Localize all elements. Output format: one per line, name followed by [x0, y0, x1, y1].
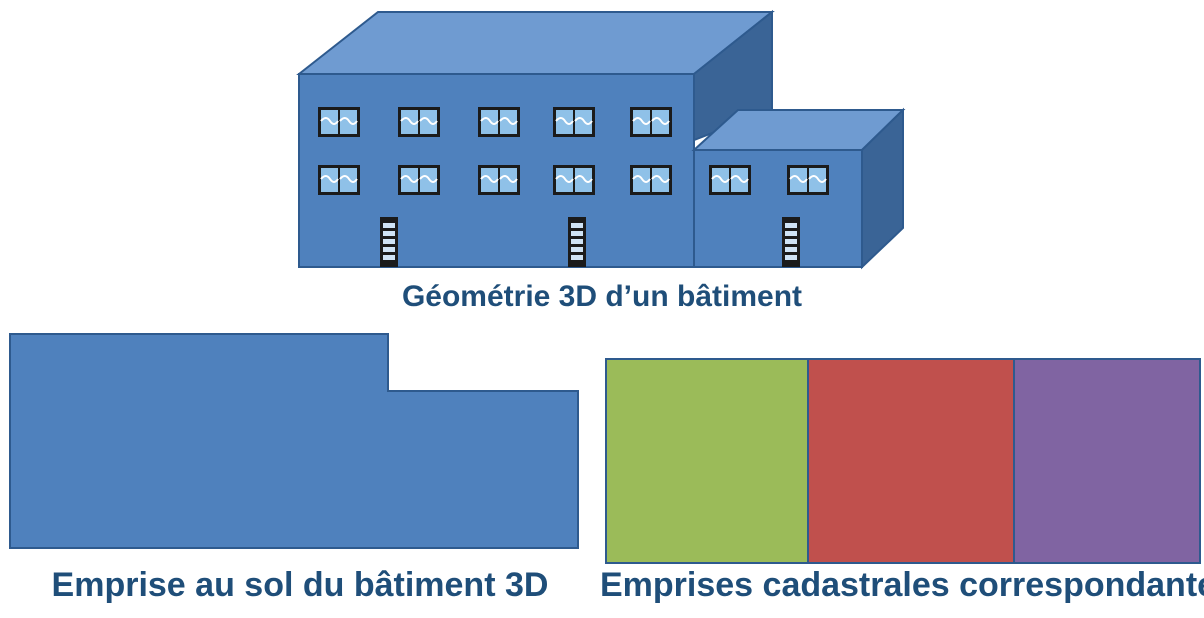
window [317, 106, 361, 138]
cadastral-parcel-2 [807, 358, 1015, 564]
door [568, 217, 586, 267]
caption-building-3d: Géométrie 3D d’un bâtiment [401, 280, 803, 313]
window [552, 164, 596, 196]
window [708, 164, 752, 196]
door [380, 217, 398, 267]
window [477, 164, 521, 196]
window [397, 164, 441, 196]
window [397, 106, 441, 138]
cadastral-parcel-3 [1013, 358, 1201, 564]
window [629, 164, 673, 196]
window [629, 106, 673, 138]
window [786, 164, 830, 196]
door [782, 217, 800, 267]
cadastral-parcel-1 [605, 358, 809, 564]
building-main-roof [296, 11, 775, 75]
caption-footprint: Emprise au sol du bâtiment 3D [51, 566, 549, 604]
window [317, 164, 361, 196]
window [477, 106, 521, 138]
window [552, 106, 596, 138]
building-footprint [9, 333, 579, 549]
caption-cadastral-parcels: Emprises cadastrales correspondantes [600, 566, 1204, 604]
